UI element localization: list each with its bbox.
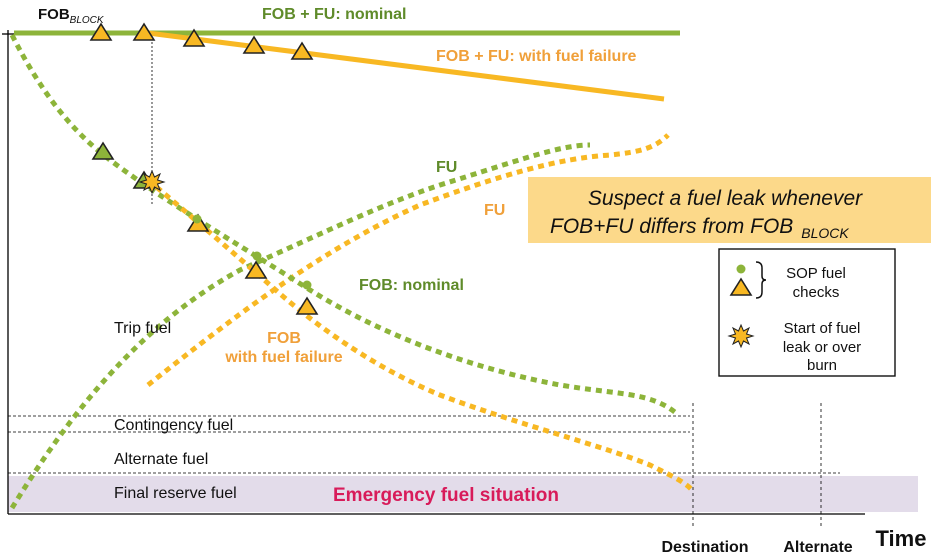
fu-failure-label: FU — [484, 202, 505, 219]
destination-label: Destination — [661, 539, 748, 555]
final-reserve-fuel-label: Final reserve fuel — [114, 485, 237, 502]
check-triangle-top-3 — [182, 28, 206, 47]
check-triangle-fob-5 — [295, 296, 319, 315]
svg-text:FOB+FU differs from FOBBLOCK: FOB+FU differs from FOB BLOCK — [550, 215, 849, 241]
alternate-fuel-label: Alternate fuel — [114, 451, 208, 468]
svg-text:FOBBLOCK: FOBBLOCK — [38, 6, 105, 26]
fob-fu-failure-line — [147, 30, 665, 102]
check-dot-3 — [302, 280, 312, 290]
trip-fuel-label: Trip fuel — [114, 320, 171, 337]
check-dot-2 — [252, 251, 262, 261]
callout-line2-subscript: BLOCK — [801, 225, 849, 241]
check-triangle-fob-1 — [91, 141, 115, 160]
legend-checks-line2: checks — [793, 284, 840, 301]
fob-block-subscript: BLOCK — [70, 15, 105, 26]
check-triangle-top-2 — [132, 22, 156, 41]
check-triangle-fob-4 — [244, 260, 268, 279]
fu-failure-curve — [146, 133, 670, 387]
leak-start-star-icon — [138, 169, 166, 195]
check-triangle-top-5 — [290, 41, 314, 60]
check-triangle-top-1 — [89, 22, 113, 41]
fob-block-label: FOB — [38, 6, 70, 23]
fob-fu-failure-label: FOB + FU: with fuel failure — [436, 48, 637, 65]
legend-leak-line3: burn — [807, 357, 837, 374]
fob-nominal-curve — [9, 33, 678, 415]
callout-box — [528, 177, 931, 243]
check-triangle-top-4 — [242, 35, 266, 54]
fob-failure-label-line2: with fuel failure — [224, 349, 342, 366]
check-dot-1 — [192, 214, 202, 224]
fob-nominal-label: FOB: nominal — [359, 277, 464, 294]
fob-fu-nominal-label: FOB + FU: nominal — [262, 6, 406, 23]
legend-checks-line1: SOP fuel — [786, 265, 846, 282]
legend-box — [718, 248, 896, 377]
fu-nominal-label: FU — [436, 159, 457, 176]
legend-leak-line1: Start of fuel — [784, 320, 861, 337]
legend-dot-icon — [736, 264, 746, 274]
callout-line1: Suspect a fuel leak whenever — [588, 187, 863, 210]
legend-bracket-icon — [755, 261, 767, 299]
legend-triangle-icon — [729, 277, 753, 296]
alternate-label: Alternate — [783, 539, 852, 555]
contingency-fuel-label: Contingency fuel — [114, 417, 233, 434]
legend-star-icon — [727, 323, 755, 349]
emergency-fuel-label: Emergency fuel situation — [333, 485, 559, 506]
x-axis-time-label: Time — [876, 526, 927, 551]
fob-failure-curve — [146, 178, 694, 492]
final-reserve-band — [8, 476, 918, 512]
fu-nominal-curve — [9, 142, 591, 510]
legend-leak-line2: leak or over — [783, 339, 861, 356]
callout-line2: FOB+FU differs from FOB — [550, 215, 793, 238]
fob-failure-label-line1: FOB — [267, 330, 301, 347]
